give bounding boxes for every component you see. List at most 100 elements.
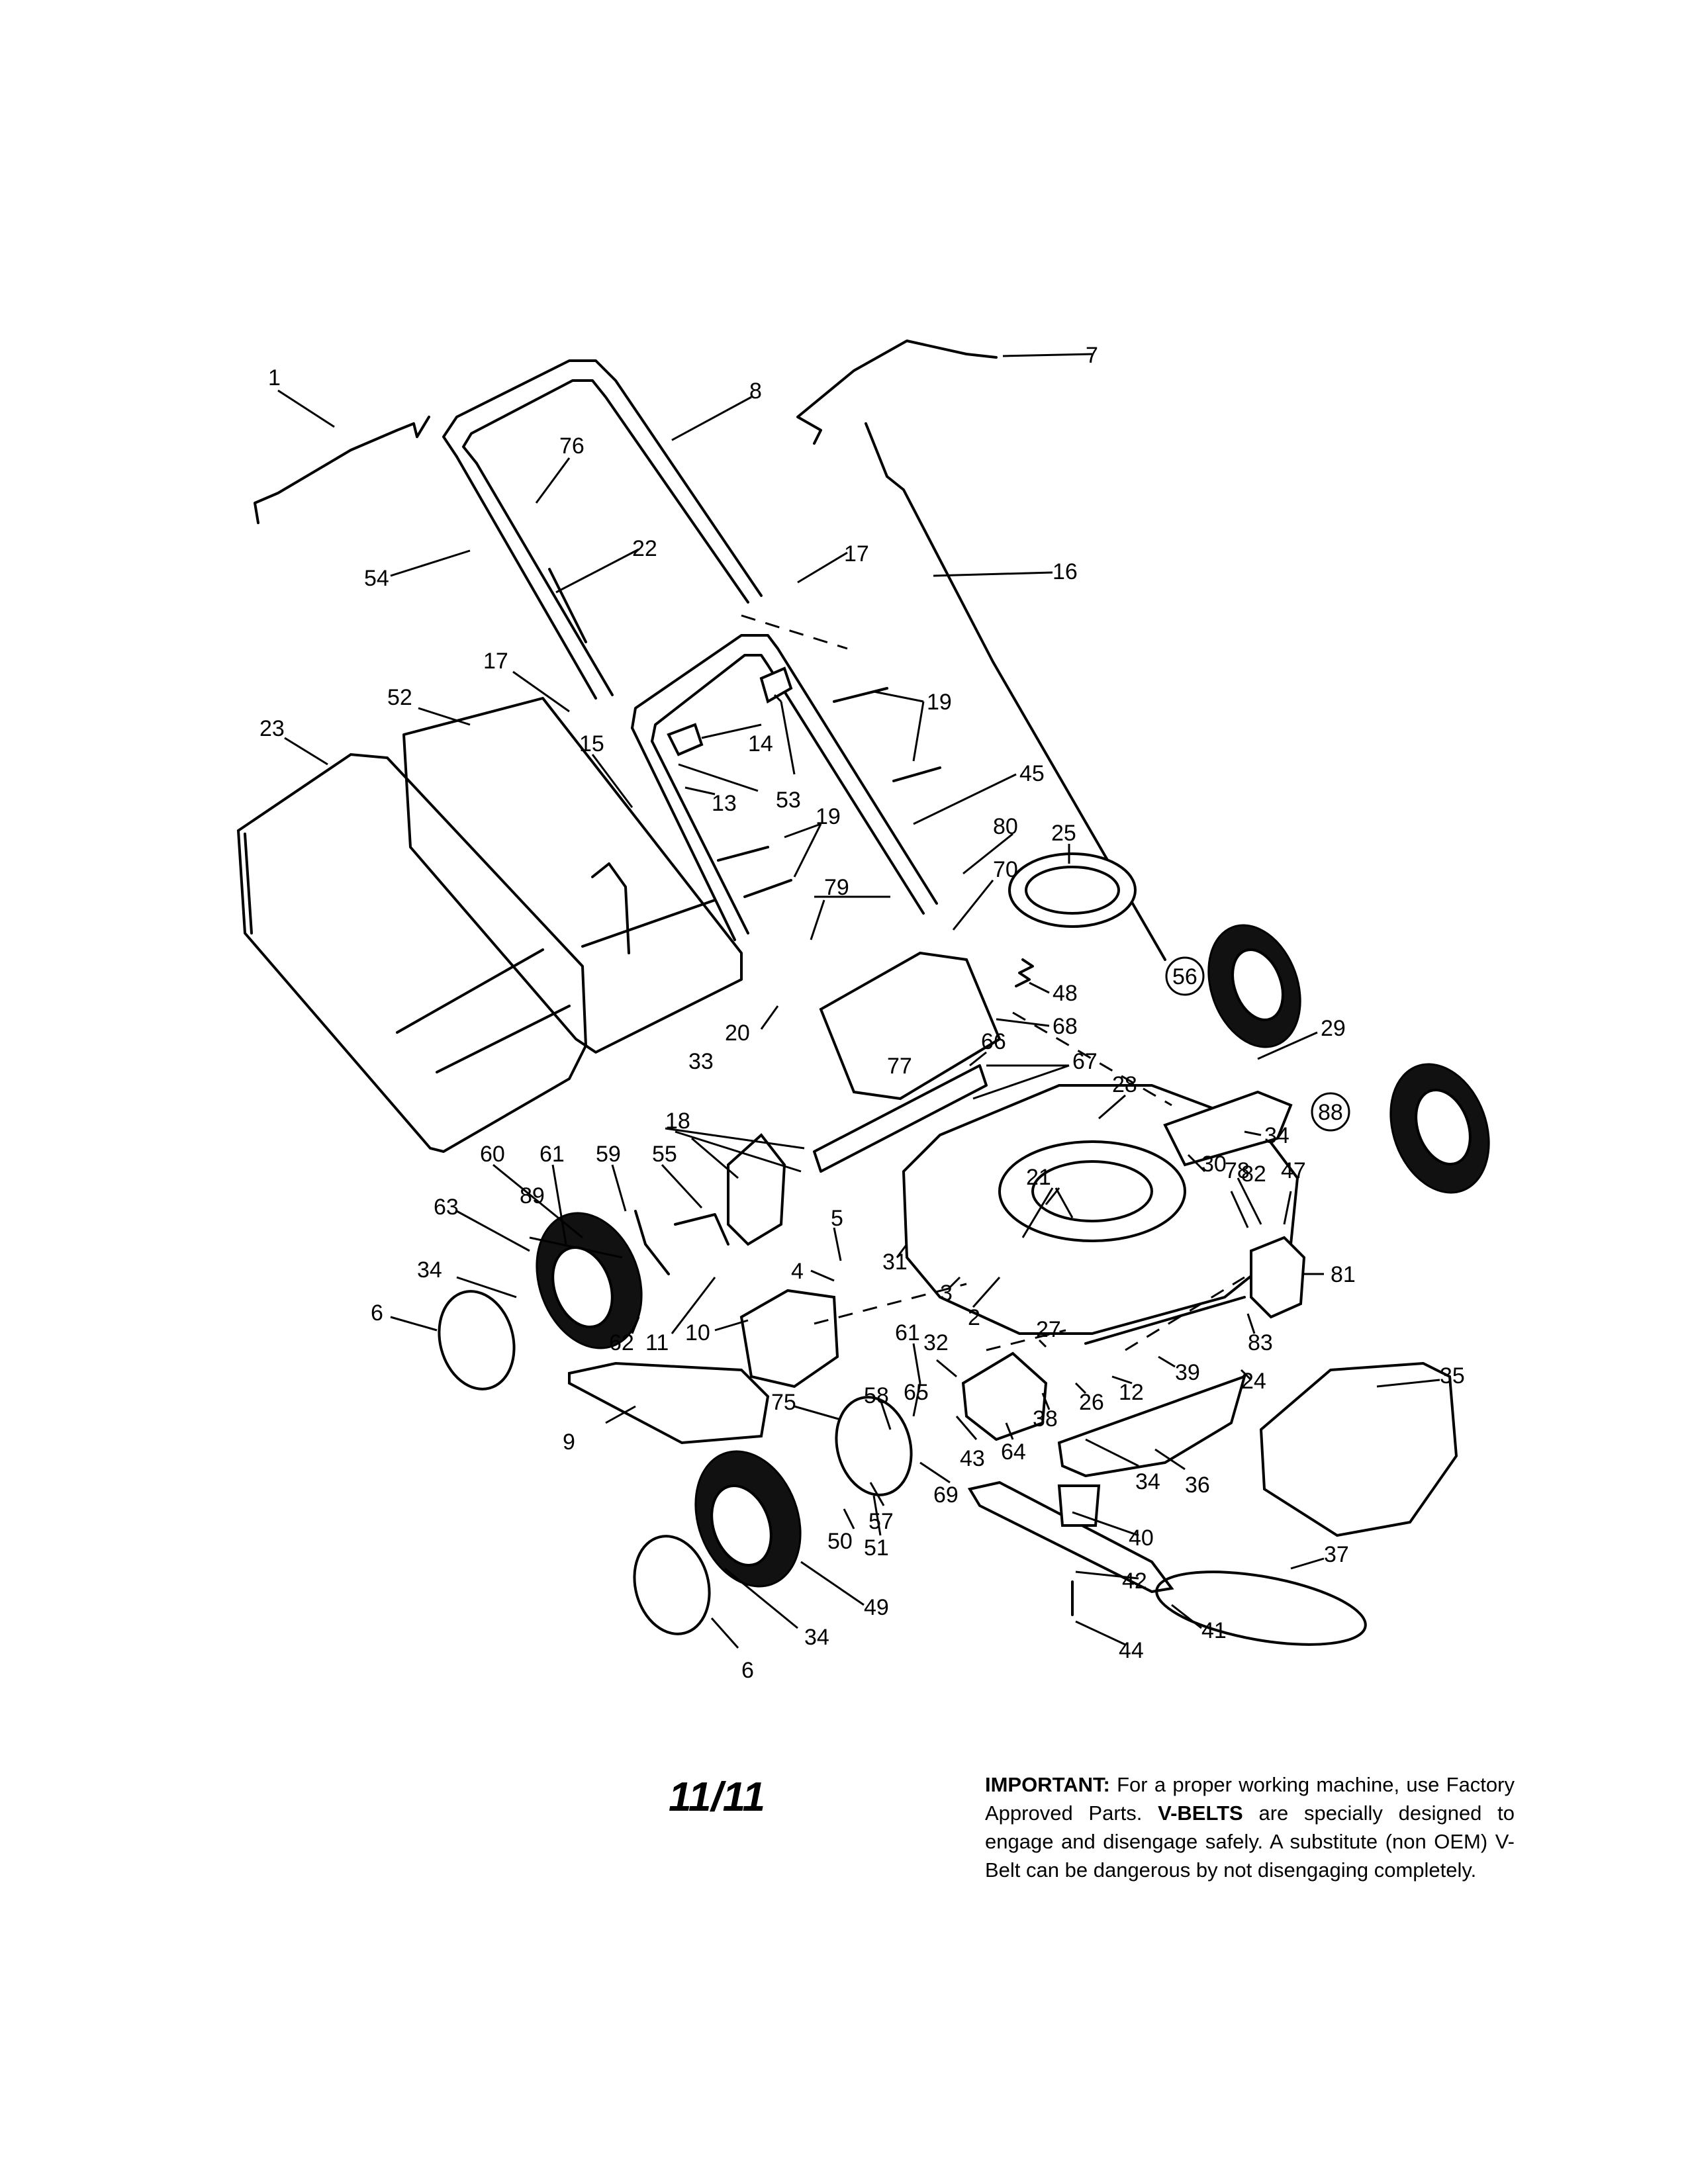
callout-24: 24 xyxy=(1241,1369,1266,1394)
drive-shaft-part-39 xyxy=(1084,1296,1246,1345)
callout-67: 67 xyxy=(1072,1049,1098,1074)
callout-53: 53 xyxy=(776,788,801,813)
callout-18: 18 xyxy=(665,1109,690,1134)
callout-23: 23 xyxy=(259,716,285,741)
engine-adapter-part-25 xyxy=(1008,852,1137,928)
bag-frame-part-52 xyxy=(402,697,743,1054)
callout-17-b: 17 xyxy=(483,649,508,674)
hub-cap-part-6-b xyxy=(633,1535,711,1635)
callout-61-a: 61 xyxy=(539,1142,565,1167)
callout-43: 43 xyxy=(960,1446,985,1471)
blade-part-41 xyxy=(967,1480,1174,1594)
transmission-part-81 xyxy=(1250,1236,1306,1319)
callout-50: 50 xyxy=(827,1529,853,1554)
callout-75: 75 xyxy=(771,1390,796,1415)
callout-34-a: 34 xyxy=(1264,1123,1289,1148)
callout-14: 14 xyxy=(748,731,773,756)
callout-44: 44 xyxy=(1119,1638,1144,1663)
upper-handle-part-8 xyxy=(442,359,763,604)
hub-cap-part-6-a xyxy=(438,1290,516,1390)
callout-76: 76 xyxy=(559,433,585,459)
gearbox-plate-part-64 xyxy=(961,1351,1048,1441)
callout-8: 8 xyxy=(749,379,762,404)
callout-41: 41 xyxy=(1201,1618,1227,1643)
callout-12: 12 xyxy=(1119,1380,1144,1405)
callout-78: 78 xyxy=(1225,1158,1250,1183)
callout-33: 33 xyxy=(688,1049,714,1074)
wheel-part-56 xyxy=(1207,924,1301,1048)
callout-45: 45 xyxy=(1019,761,1045,786)
callout-60: 60 xyxy=(480,1142,505,1167)
callout-49: 49 xyxy=(864,1595,889,1620)
engine-adapter-inner-part-25 xyxy=(1025,866,1120,915)
callout-2: 2 xyxy=(968,1305,980,1330)
cable-part-16 xyxy=(865,422,1166,961)
callout-58: 58 xyxy=(864,1383,889,1408)
callout-26: 26 xyxy=(1079,1390,1104,1415)
rear-guard-part-29 xyxy=(1163,1090,1293,1167)
lower-handle-left-tube-part-45 xyxy=(631,727,749,941)
upper-handle-left-tube-part-8 xyxy=(455,455,614,700)
callout-6-b: 6 xyxy=(741,1658,754,1683)
callout-4: 4 xyxy=(791,1259,804,1284)
callout-70: 70 xyxy=(993,857,1018,882)
callout-labels: 1 7 8 76 22 54 17 16 17 52 23 15 14 13 5… xyxy=(259,343,1465,1683)
callout-1: 1 xyxy=(268,365,281,390)
hinge-rod-part-67 xyxy=(813,1064,988,1173)
callout-56: 56 xyxy=(1172,964,1197,989)
callout-57: 57 xyxy=(868,1509,894,1534)
callout-10: 10 xyxy=(685,1320,710,1345)
callout-81: 81 xyxy=(1331,1262,1356,1287)
bracket-part-59 xyxy=(674,1213,729,1246)
callout-34-c: 34 xyxy=(1135,1469,1160,1494)
callout-51: 51 xyxy=(864,1535,889,1561)
callout-69: 69 xyxy=(933,1482,959,1508)
control-cable-part-22 xyxy=(548,568,587,643)
bolt-part-19-a xyxy=(833,687,888,703)
grass-bag-seam-part-23 xyxy=(244,833,571,1073)
callout-29: 29 xyxy=(1321,1016,1346,1041)
notice-text-2: are specially designed to engage and dis… xyxy=(985,1801,1515,1882)
notice-text-1: For a proper working machine, use Factor… xyxy=(985,1773,1515,1825)
bail-rod-part-1 xyxy=(254,416,430,524)
handle-knob-part-53 xyxy=(759,666,793,704)
callout-19-b: 19 xyxy=(816,804,841,829)
bracket-part-61 xyxy=(634,1210,670,1275)
callout-54: 54 xyxy=(364,566,389,591)
callout-16: 16 xyxy=(1053,559,1078,584)
callout-82: 82 xyxy=(1241,1161,1266,1187)
wheel-part-88 xyxy=(1389,1063,1490,1194)
callout-6-a: 6 xyxy=(371,1300,383,1326)
callout-37: 37 xyxy=(1324,1542,1349,1567)
page-number: 11/11 xyxy=(669,1774,765,1820)
callout-22: 22 xyxy=(632,536,657,561)
spring-part-48 xyxy=(1015,958,1034,987)
callout-34-d: 34 xyxy=(804,1625,829,1650)
callout-88: 88 xyxy=(1318,1100,1343,1125)
leader-lines xyxy=(277,353,1440,1649)
callout-21: 21 xyxy=(1026,1165,1051,1190)
callout-52: 52 xyxy=(387,685,412,710)
wheel-part-63 xyxy=(536,1212,643,1349)
callout-19-a: 19 xyxy=(927,690,952,715)
rear-door-part-70 xyxy=(819,951,1002,1101)
callout-62: 62 xyxy=(609,1330,634,1355)
assembly-guide-line xyxy=(986,1329,1066,1351)
callout-48: 48 xyxy=(1053,981,1078,1006)
assembly-guide-line xyxy=(1012,1011,1172,1107)
callout-40: 40 xyxy=(1129,1525,1154,1551)
important-notice: IMPORTANT: For a proper working machine,… xyxy=(985,1770,1515,1884)
blade-adapter-part-40 xyxy=(1057,1484,1101,1527)
bag-frame-cross-part-52 xyxy=(581,862,716,954)
callout-47: 47 xyxy=(1281,1158,1306,1183)
circle-marker-56 xyxy=(1165,956,1205,996)
callout-15: 15 xyxy=(579,731,604,756)
circle-marker-88 xyxy=(1311,1092,1350,1132)
callout-66: 66 xyxy=(981,1029,1006,1054)
callout-31: 31 xyxy=(882,1250,908,1275)
pulley-part-75 xyxy=(835,1396,913,1496)
notice-lead: IMPORTANT: xyxy=(985,1773,1110,1796)
callout-25: 25 xyxy=(1051,821,1076,846)
deck-motor-mount-part-21 xyxy=(998,1140,1186,1242)
